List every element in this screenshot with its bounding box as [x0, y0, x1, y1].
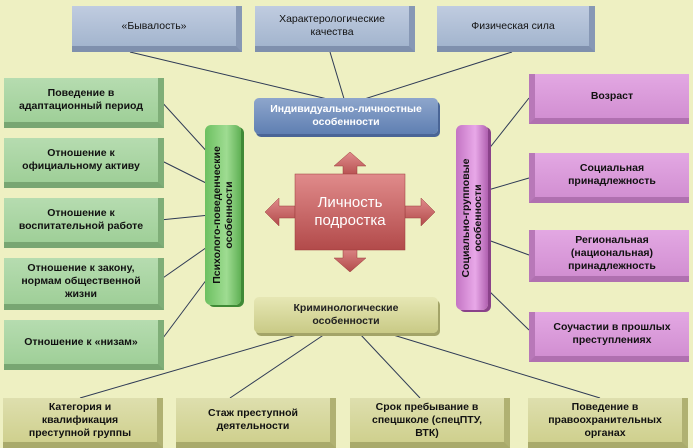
- bottom-box-line: Стаж преступной: [207, 407, 299, 419]
- bottom-box-line: деятельности: [216, 420, 290, 432]
- psych-line: Психолого-поведенческие: [211, 146, 223, 284]
- left-box-line: Отношение к закону,: [27, 261, 135, 274]
- bottom-box-line: Категория и: [48, 400, 112, 413]
- connector-line: [159, 274, 211, 343]
- top-box-strength: Физическая сила: [437, 6, 595, 52]
- social-line: Социально-групповые: [460, 158, 472, 277]
- criminal-line: Криминологические: [293, 302, 399, 314]
- connector-line: [487, 289, 530, 331]
- right-box-line: (национальная): [570, 246, 654, 259]
- bottom-box-line: спецшколе (спецПТУ,: [372, 413, 482, 426]
- connector-line: [159, 214, 211, 221]
- bottom-box-line: ВТК): [415, 426, 439, 439]
- connector-line: [159, 99, 211, 156]
- left-box-line: адаптационный период: [18, 100, 143, 112]
- individual-line: Индивидуально-личностные: [270, 103, 422, 115]
- connector-line: [389, 333, 601, 399]
- bottom-box-line: органах: [584, 426, 626, 439]
- left-box-line: воспитательной работе: [18, 220, 144, 232]
- right-box-regional: Региональная(национальная)принадлежность: [529, 230, 689, 282]
- connector-line: [79, 333, 301, 399]
- right-box-line: Социальная: [579, 162, 645, 174]
- connector-line: [329, 51, 346, 103]
- right-box-line: Соучастии в прошлых: [553, 321, 671, 333]
- connector-line: [359, 333, 421, 399]
- bottom-box-line: преступной группы: [28, 426, 132, 439]
- left-box-line: Поведение в: [47, 87, 115, 99]
- left-box-line: Отношение к «низам»: [24, 335, 138, 348]
- connector-line: [487, 97, 530, 151]
- top-box-byvalost: «Бывалость»: [72, 6, 242, 52]
- core-arrows: [265, 152, 435, 272]
- bottom-box-line: Поведение в: [571, 400, 639, 413]
- social-line: особенности: [472, 183, 484, 252]
- arrow-left-icon: [265, 197, 296, 227]
- connector-line: [229, 333, 326, 399]
- bottom-box-line: Срок пребывание в: [375, 400, 479, 413]
- right-box-age: Возраст: [529, 74, 689, 124]
- arrow-right-icon: [404, 197, 435, 227]
- top-box-line: «Бывалость»: [121, 19, 187, 32]
- top-box-line: Физическая сила: [471, 19, 555, 32]
- left-box-line: официальному активу: [22, 160, 140, 172]
- connector-line: [159, 159, 211, 186]
- left-box-line: нормам общественной: [21, 274, 141, 287]
- top-box-line: качества: [310, 26, 354, 38]
- connector-line: [487, 239, 530, 256]
- connector-line: [159, 244, 211, 281]
- connector-line: [354, 51, 513, 103]
- connector-line: [487, 177, 530, 191]
- right-box-line: принадлежность: [568, 259, 656, 272]
- core-line: Личность: [317, 194, 383, 211]
- bottom-box-line: правоохранительных: [548, 413, 662, 426]
- core-block: [294, 173, 406, 251]
- left-box-line: жизни: [65, 287, 97, 300]
- right-box-line: Возраст: [590, 89, 634, 102]
- top-box-line: Характерологические: [279, 13, 385, 25]
- psych-line: особенности: [223, 181, 235, 249]
- right-box-line: Региональная: [575, 233, 649, 246]
- bottom-box-line: квалификация: [41, 413, 119, 426]
- criminal-line: особенности: [312, 315, 380, 327]
- core-line: подростка: [314, 212, 386, 229]
- right-box-line: преступлениях: [572, 334, 652, 346]
- right-box-line: принадлежность: [568, 175, 656, 187]
- left-box-line: Отношение к: [47, 207, 115, 219]
- left-box-nizy: Отношение к «низам»: [4, 320, 164, 370]
- left-box-line: Отношение к: [47, 147, 115, 159]
- connector-line: [129, 51, 341, 103]
- individual-line: особенности: [312, 116, 380, 128]
